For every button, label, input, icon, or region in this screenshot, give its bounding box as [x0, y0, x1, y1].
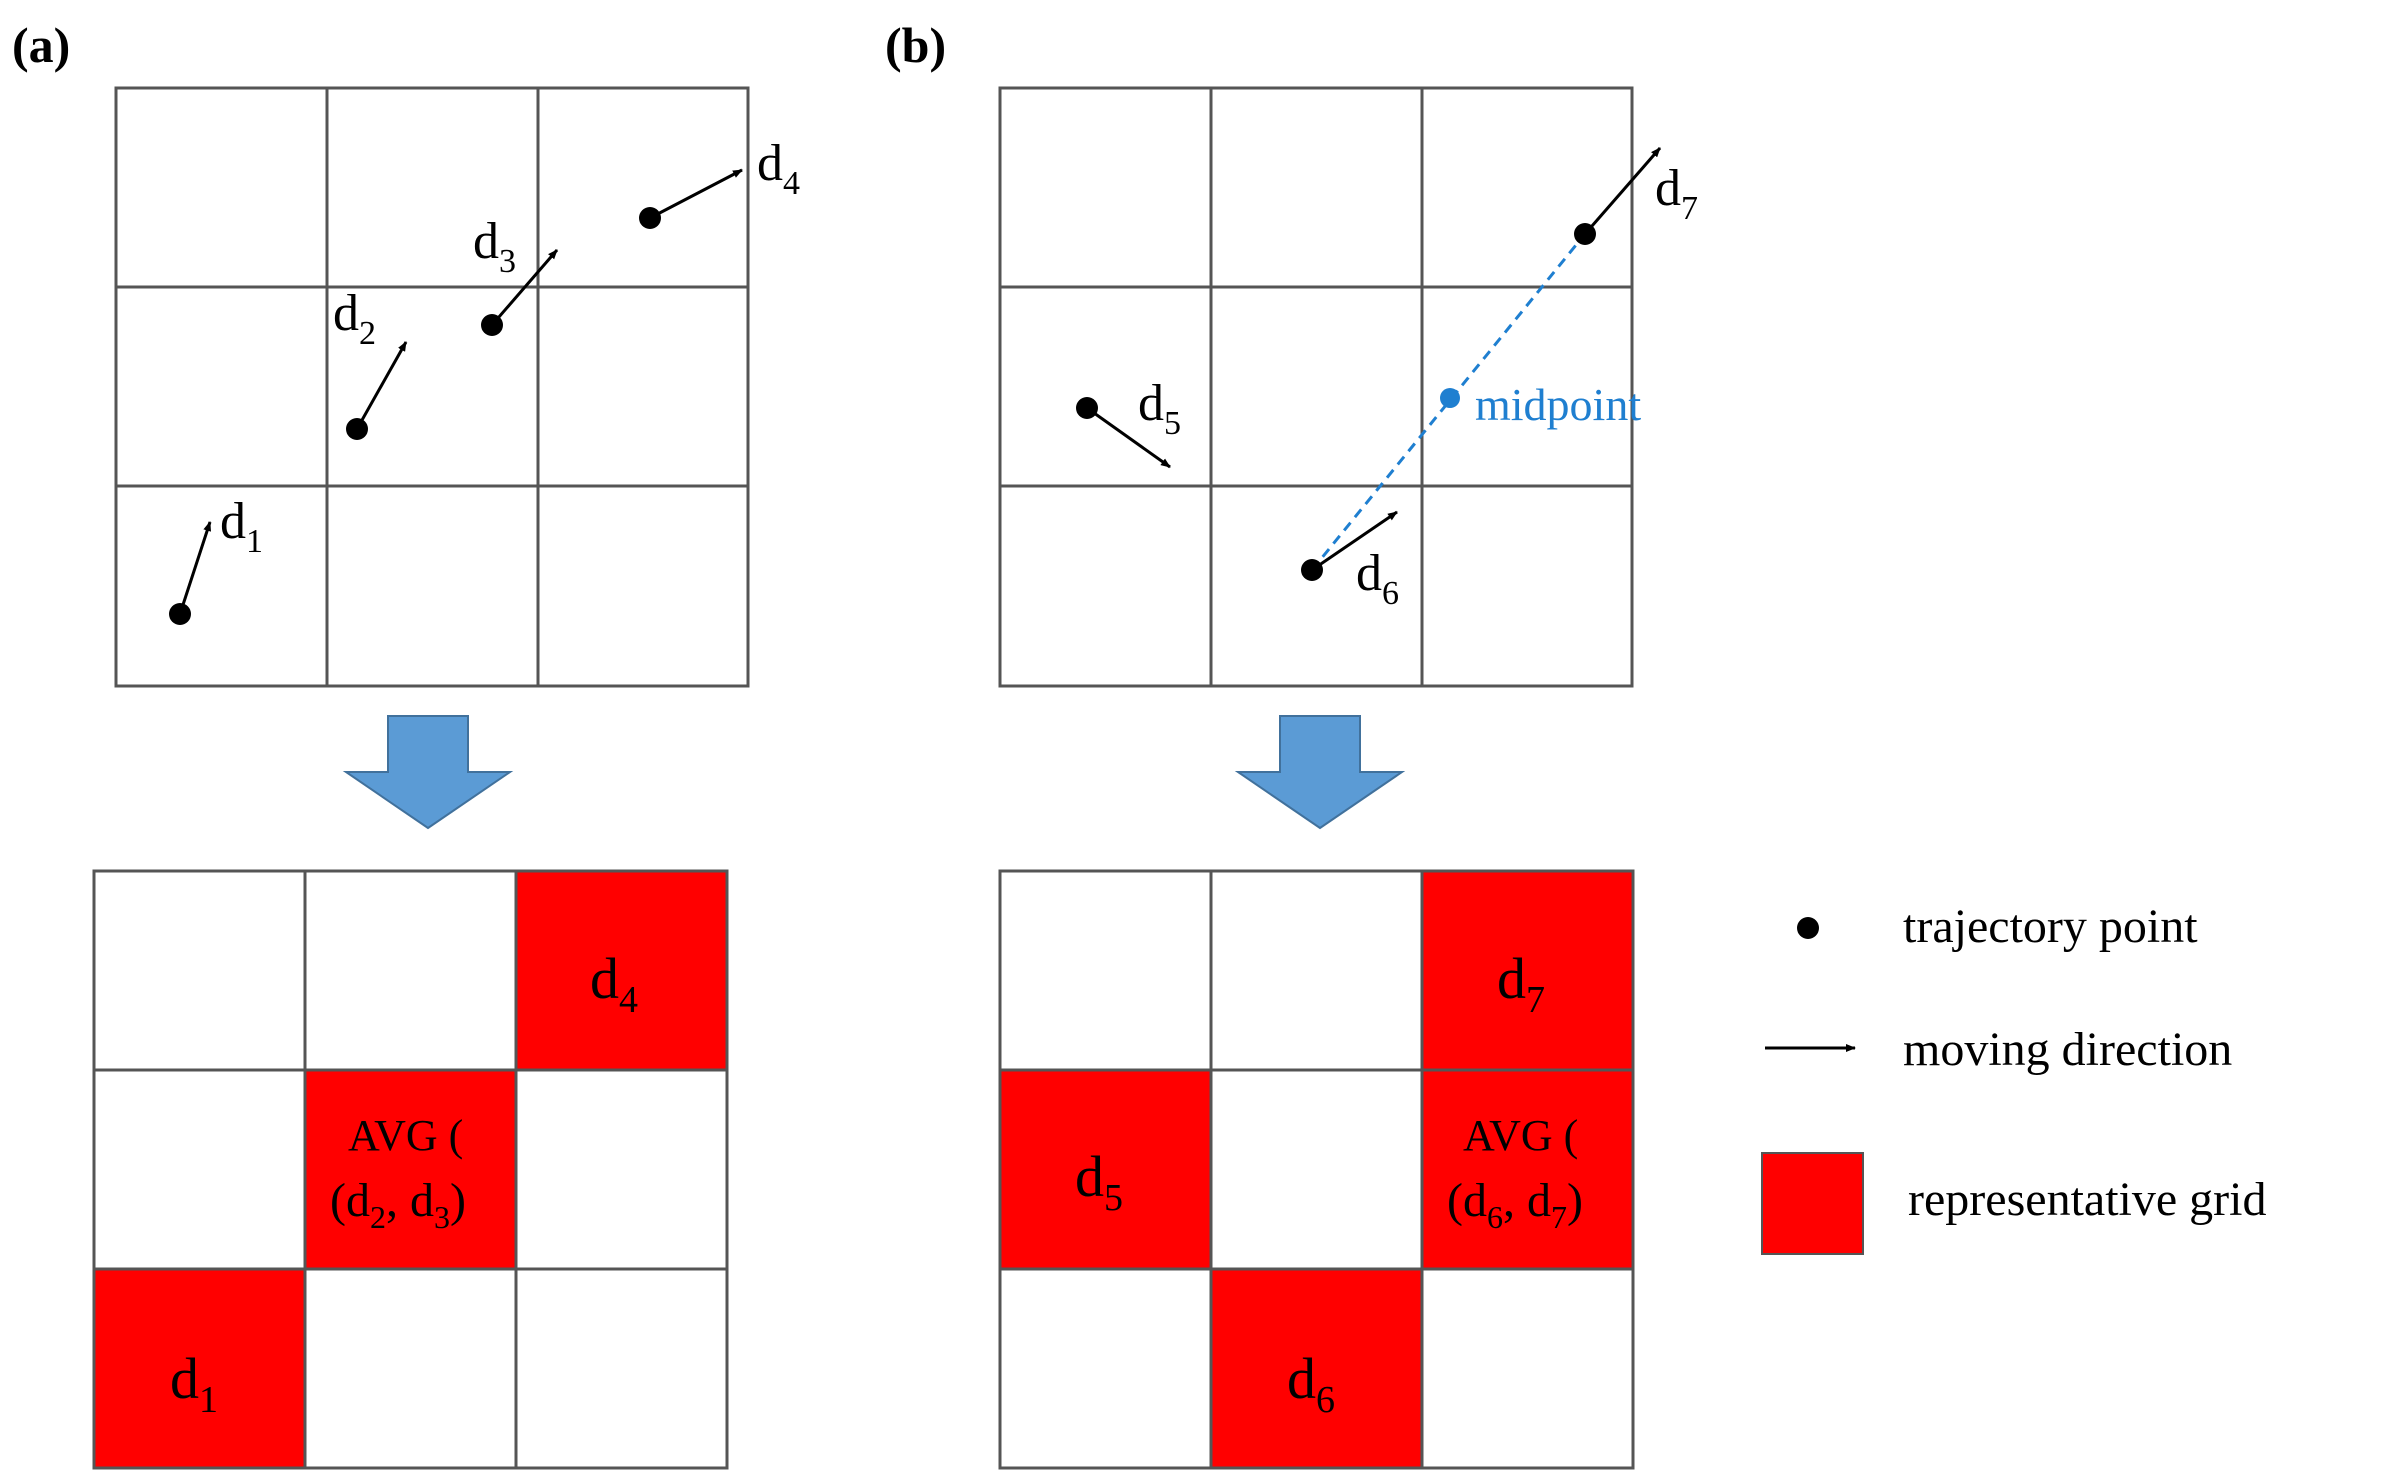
panel-b-trajectory [1076, 147, 1662, 581]
representative-cell-avg-d6-d7 [1422, 1070, 1633, 1269]
direction-arrow-6 [1311, 510, 1398, 572]
result-avg-line1-b: AVG ( [1463, 1111, 1578, 1160]
representative-cell-d4 [516, 871, 727, 1070]
label-d5: d5 [1138, 375, 1181, 442]
panel-b-label: (b) [885, 17, 946, 73]
panel-a-label: (a) [12, 17, 70, 73]
direction-arrow-5 [1086, 406, 1171, 469]
result-avg-line1-a: AVG ( [348, 1111, 463, 1160]
direction-arrow-7 [1583, 147, 1662, 235]
legend-moving-direction: moving direction [1903, 1023, 2232, 1076]
representative-cell-d5 [1000, 1070, 1211, 1269]
direction-arrow-3 [490, 249, 559, 326]
label-d7: d7 [1655, 160, 1698, 227]
representative-cell-d1 [94, 1269, 305, 1468]
label-d1: d1 [220, 493, 263, 560]
down-arrow-b [1234, 715, 1406, 830]
result-label-d6: d6 [1287, 1346, 1335, 1421]
midpoint-dashed-line [1310, 233, 1587, 571]
representative-cell-d6 [1211, 1269, 1422, 1468]
result-label-d4: d4 [590, 946, 638, 1021]
panel-b-bottom-grid [998, 869, 1635, 1470]
panel-a-bottom-grid [92, 869, 729, 1470]
label-d3: d3 [473, 213, 516, 280]
panel-b-result-fills [1000, 871, 1633, 1468]
label-d4: d4 [757, 135, 800, 202]
midpoint-label: midpoint [1475, 379, 1641, 430]
panel-a-trajectory [169, 168, 743, 625]
panel-a-result-fills [94, 871, 727, 1468]
direction-arrow-1 [178, 521, 212, 615]
legend-grid-swatch [1761, 1152, 1864, 1255]
result-avg-line2-b: (d6, d7) [1447, 1174, 1583, 1235]
legend-point-icon [1797, 917, 1819, 939]
representative-cell-avg-d2-d3 [305, 1070, 516, 1269]
result-label-d7: d7 [1497, 946, 1545, 1021]
representative-cell-d7 [1422, 871, 1633, 1070]
result-label-d1: d1 [170, 1346, 218, 1421]
result-label-d5: d5 [1075, 1144, 1123, 1219]
down-arrow-a [342, 715, 514, 830]
legend: trajectory point moving direction repres… [1761, 900, 2267, 1255]
direction-arrow-4 [649, 168, 743, 220]
legend-trajectory-point: trajectory point [1903, 900, 2198, 953]
panel-a-top-grid [114, 86, 750, 688]
label-d6: d6 [1356, 545, 1399, 612]
direction-arrow-2 [355, 341, 408, 430]
legend-representative-grid: representative grid [1908, 1173, 2267, 1226]
panel-b-top-grid [998, 86, 1634, 688]
result-avg-line2-a: (d2, d3) [330, 1174, 466, 1235]
label-d2: d2 [333, 285, 376, 352]
midpoint-marker [1440, 388, 1460, 408]
